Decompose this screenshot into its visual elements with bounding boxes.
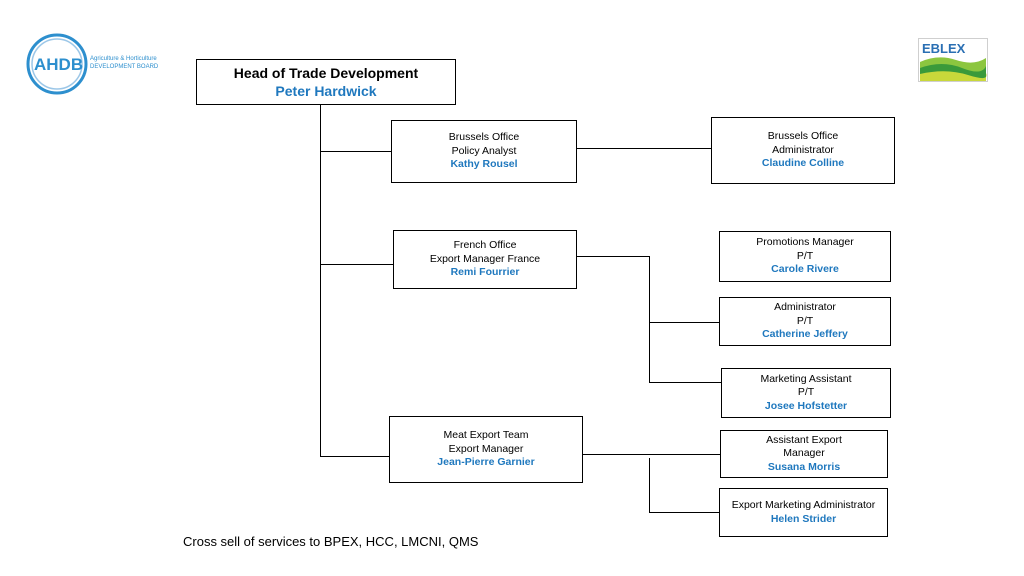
connector-to-brussels bbox=[320, 151, 391, 152]
head-name: Peter Hardwick bbox=[275, 83, 377, 99]
role-line: P/T bbox=[796, 249, 814, 262]
brussels-administrator-box: Brussels Office Administrator Claudine C… bbox=[711, 117, 895, 184]
role-line: Manager bbox=[783, 447, 825, 460]
person-name: Claudine Colline bbox=[761, 157, 845, 170]
role-line: Brussels Office bbox=[767, 130, 839, 143]
administrator-box: Administrator P/T Catherine Jeffery bbox=[719, 297, 891, 346]
head-title: Head of Trade Development bbox=[233, 65, 419, 81]
role-line: Assistant Export bbox=[766, 433, 842, 446]
role-line: P/T bbox=[797, 386, 815, 399]
connector-to-export-marketing-admin bbox=[649, 512, 719, 513]
role-line: Brussels Office bbox=[448, 131, 520, 144]
connector-french-right bbox=[577, 256, 649, 257]
connector-meat-vertical bbox=[649, 458, 650, 512]
person-name: Remi Fourrier bbox=[450, 266, 520, 279]
role-line: Meat Export Team bbox=[443, 429, 529, 442]
role-line: Administrator bbox=[772, 143, 834, 156]
role-line: Promotions Manager bbox=[756, 236, 854, 249]
ahdb-abbr: AHDB bbox=[34, 55, 83, 74]
french-office-box: French Office Export Manager France Remi… bbox=[393, 230, 577, 289]
role-line: Marketing Assistant bbox=[760, 372, 852, 385]
ahdb-line1: Agriculture & Horticulture bbox=[90, 56, 157, 62]
head-of-trade-development-box: Head of Trade Development Peter Hardwick bbox=[196, 59, 456, 105]
footer-note: Cross sell of services to BPEX, HCC, LMC… bbox=[183, 534, 479, 549]
person-name: Jean-Pierre Garnier bbox=[437, 456, 535, 469]
person-name: Catherine Jeffery bbox=[762, 328, 848, 341]
connector-meat-right bbox=[583, 454, 720, 455]
role-line: Export Manager France bbox=[429, 252, 541, 265]
connector-main-vertical bbox=[320, 105, 321, 456]
person-name: Helen Strider bbox=[770, 512, 837, 525]
eblex-label: EBLEX bbox=[922, 41, 966, 56]
role-line: French Office bbox=[453, 239, 517, 252]
connector-to-marketing-assistant bbox=[649, 382, 721, 383]
role-line: P/T bbox=[796, 314, 814, 327]
brussels-policy-analyst-box: Brussels Office Policy Analyst Kathy Rou… bbox=[391, 120, 577, 183]
person-name: Susana Morris bbox=[767, 460, 841, 473]
marketing-assistant-box: Marketing Assistant P/T Josee Hofstetter bbox=[721, 368, 891, 418]
role-line: Administrator bbox=[774, 301, 836, 314]
connector-to-meat-export bbox=[320, 456, 389, 457]
connector-to-french bbox=[320, 264, 393, 265]
role-line: Policy Analyst bbox=[451, 144, 517, 157]
person-name: Kathy Rousel bbox=[450, 158, 518, 171]
role-line: Export Manager bbox=[448, 442, 524, 455]
ahdb-logo: AHDB Agriculture & Horticulture DEVELOPM… bbox=[26, 33, 176, 100]
ahdb-line2: DEVELOPMENT BOARD bbox=[90, 64, 159, 70]
person-name: Josee Hofstetter bbox=[764, 399, 848, 412]
meat-export-team-box: Meat Export Team Export Manager Jean-Pie… bbox=[389, 416, 583, 483]
connector-french-vertical bbox=[649, 256, 650, 382]
export-marketing-administrator-box: Export Marketing Administrator Helen Str… bbox=[719, 488, 888, 537]
role-line: Export Marketing Administrator bbox=[731, 499, 876, 511]
eblex-logo: EBLEX bbox=[918, 38, 988, 87]
person-name: Carole Rivere bbox=[771, 263, 839, 276]
assistant-export-manager-box: Assistant Export Manager Susana Morris bbox=[720, 430, 888, 478]
connector-brussels-admin bbox=[577, 148, 711, 149]
connector-to-administrator bbox=[649, 322, 719, 323]
promotions-manager-box: Promotions Manager P/T Carole Rivere bbox=[719, 231, 891, 282]
